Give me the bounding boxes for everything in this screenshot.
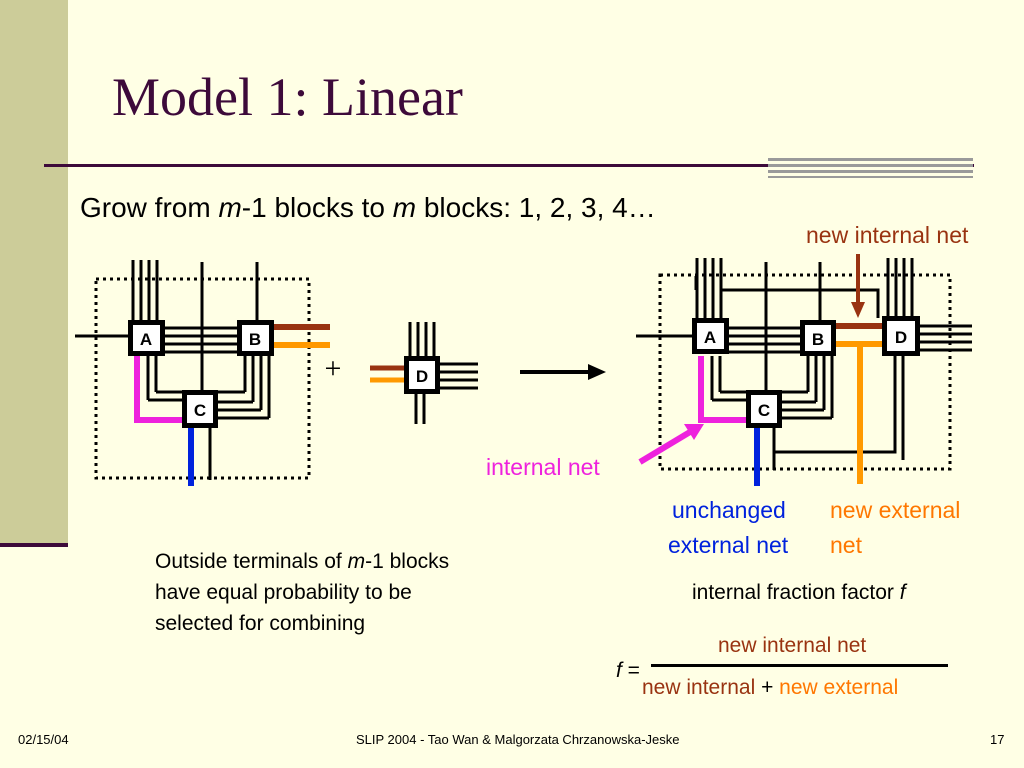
internal-net-label: internal net [486, 454, 600, 480]
heading-part3: blocks: 1, 2, 3, 4… [416, 192, 656, 223]
new-external-net-wire [836, 341, 863, 484]
svg-text:C: C [758, 401, 770, 420]
title-rule [44, 164, 974, 167]
title-rule-accent [768, 158, 973, 178]
unchanged-label-line2: external net [668, 532, 789, 558]
footer-date: 02/15/04 [18, 732, 69, 747]
svg-text:B: B [249, 330, 261, 349]
right-wires [636, 258, 972, 470]
formula-numerator: new internal net [718, 634, 867, 657]
right-block-d: D [882, 316, 920, 356]
svg-text:D: D [895, 328, 907, 347]
denominator-part2: new external [779, 676, 899, 699]
side-strip [0, 0, 68, 543]
unchanged-label-line1: unchanged [672, 497, 786, 523]
svg-text:D: D [416, 367, 428, 386]
formula-lhs: f = [616, 659, 640, 683]
left-wires [75, 260, 271, 480]
internal-net-arrow [638, 424, 704, 465]
plus-sign: + [325, 352, 342, 385]
new-internal-net-arrow [851, 254, 865, 318]
svg-text:A: A [704, 328, 716, 347]
footer-center: SLIP 2004 - Tao Wan & Malgorzata Chrzano… [356, 732, 680, 747]
note-part2: -1 blocks have equal probability to be s… [155, 550, 450, 635]
left-internal-net [134, 356, 184, 423]
note-part1: Outside terminals of [155, 550, 348, 573]
slide-title: Model 1: Linear [112, 67, 463, 127]
new-external-label-line2: net [830, 532, 862, 558]
right-circuit: A B C D [636, 254, 972, 486]
right-block-b: B [800, 320, 836, 356]
svg-text:B: B [812, 330, 824, 349]
formula-denominator: new internal + new external [642, 676, 898, 700]
new-external-label-line1: new external [830, 497, 961, 523]
transition-arrow [520, 364, 606, 380]
new-block-d: D [370, 322, 478, 424]
formula-title-var: f [899, 581, 906, 604]
heading-part2: -1 blocks to [241, 192, 393, 223]
formula-var: f [616, 659, 622, 682]
formula-title-text: internal fraction factor [692, 581, 900, 604]
new-internal-net-label: new internal net [806, 222, 969, 248]
right-boundary [658, 273, 952, 471]
denominator-part1: new internal [642, 676, 756, 699]
note-text: Outside terminals of m-1 blocks have equ… [155, 546, 455, 639]
fraction-bar [651, 664, 948, 667]
left-block-c: C [182, 390, 218, 428]
left-block-b: B [237, 320, 274, 356]
formula-equals: = [621, 659, 640, 682]
left-block-a: A [128, 320, 165, 356]
side-underline [0, 543, 68, 547]
block-d-pins [408, 322, 478, 424]
right-internal-net [698, 356, 748, 423]
formula-title: internal fraction factor f [692, 581, 906, 605]
denominator-plus: + [755, 676, 780, 699]
right-block-c: C [746, 390, 782, 428]
left-circuit: A B C [75, 260, 330, 486]
heading-part1: Grow from [80, 192, 219, 223]
heading-m1: m [218, 192, 242, 223]
footer-page-number: 17 [990, 732, 1005, 747]
heading-m2: m [392, 192, 417, 223]
svg-text:A: A [140, 330, 152, 349]
note-m: m [347, 550, 366, 573]
slide-heading: Grow from m-1 blocks to m blocks: 1, 2, … [80, 192, 656, 224]
right-block-a: A [692, 318, 729, 354]
svg-text:C: C [194, 401, 206, 420]
